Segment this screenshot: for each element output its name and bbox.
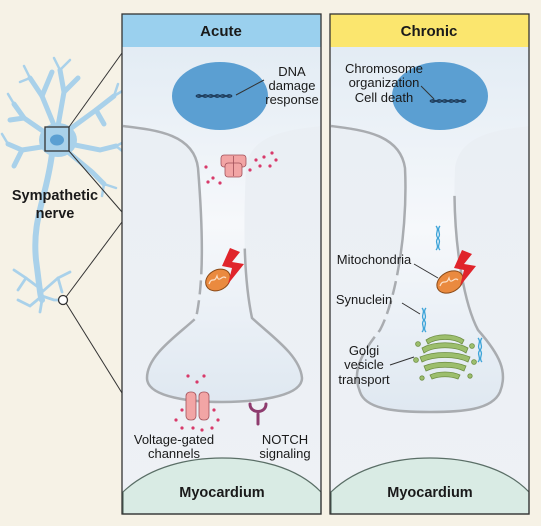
ions-top (204, 151, 278, 185)
mitochondria-pointer-line (413, 263, 439, 279)
ions-bottom (174, 374, 220, 432)
sympathetic-nerve-label-2: nerve (36, 206, 75, 222)
voltage-channel-label-2: channels (148, 446, 201, 461)
sympathetic-nerve-label-1: Sympathetic (12, 188, 98, 204)
ion-channel-top-icon (220, 154, 247, 178)
dna-icon (429, 99, 467, 103)
zoom-circle-terminal (57, 294, 69, 306)
notch-receptor-icon (248, 402, 268, 426)
acute-nucleus-label-1: DNA (278, 64, 306, 79)
chronic-nucleus (392, 62, 488, 130)
chronic-nucleus-label-1: Chromosome (345, 61, 423, 76)
chronic-myocardium (330, 457, 530, 515)
chronic-nucleus-label-2: organization (349, 75, 420, 90)
golgi-label-2: vesicle (344, 357, 384, 372)
mitochondria-icon (205, 268, 231, 292)
dna-pointer-line (235, 79, 265, 96)
dna-icon (195, 94, 233, 98)
sympathetic-neuron (0, 52, 130, 394)
golgi-label-3: transport (338, 372, 390, 387)
chronic-header: Chronic (401, 23, 458, 40)
mitochondria-label: Mitochondria (337, 252, 412, 267)
chromosome-pointer-line (420, 85, 435, 100)
chronic-header-bar (330, 14, 529, 47)
acute-nucleus-label-2: damage (269, 78, 316, 93)
acute-myocardium-label: Myocardium (179, 485, 264, 501)
zoom-box-soma (44, 126, 70, 152)
notch-label-1: NOTCH (262, 432, 308, 447)
acute-header-bar (122, 14, 321, 47)
lightning-icon (454, 250, 476, 286)
acute-myocardium (122, 457, 322, 515)
chronic-nucleus-label-3: Cell death (355, 90, 414, 105)
zoom-lines (65, 52, 123, 394)
golgi-icon (413, 334, 477, 381)
lightning-icon (222, 248, 244, 284)
golgi-label-1: Golgi (349, 343, 379, 358)
acute-panel (121, 13, 322, 515)
acute-header: Acute (200, 23, 242, 40)
synuclein-pointer-line (401, 302, 421, 315)
synuclein-icon (421, 225, 483, 363)
mitochondria-icon (436, 270, 464, 294)
notch-label-2: signaling (259, 446, 310, 461)
synuclein-label: Synuclein (336, 292, 392, 307)
chronic-myocardium-label: Myocardium (387, 485, 472, 501)
voltage-channel-label-1: Voltage-gated (134, 432, 214, 447)
acute-nucleus-label-3: response (265, 92, 318, 107)
voltage-gated-channel-icon (185, 391, 210, 421)
golgi-pointer-line (389, 356, 415, 366)
chronic-panel (329, 13, 530, 515)
